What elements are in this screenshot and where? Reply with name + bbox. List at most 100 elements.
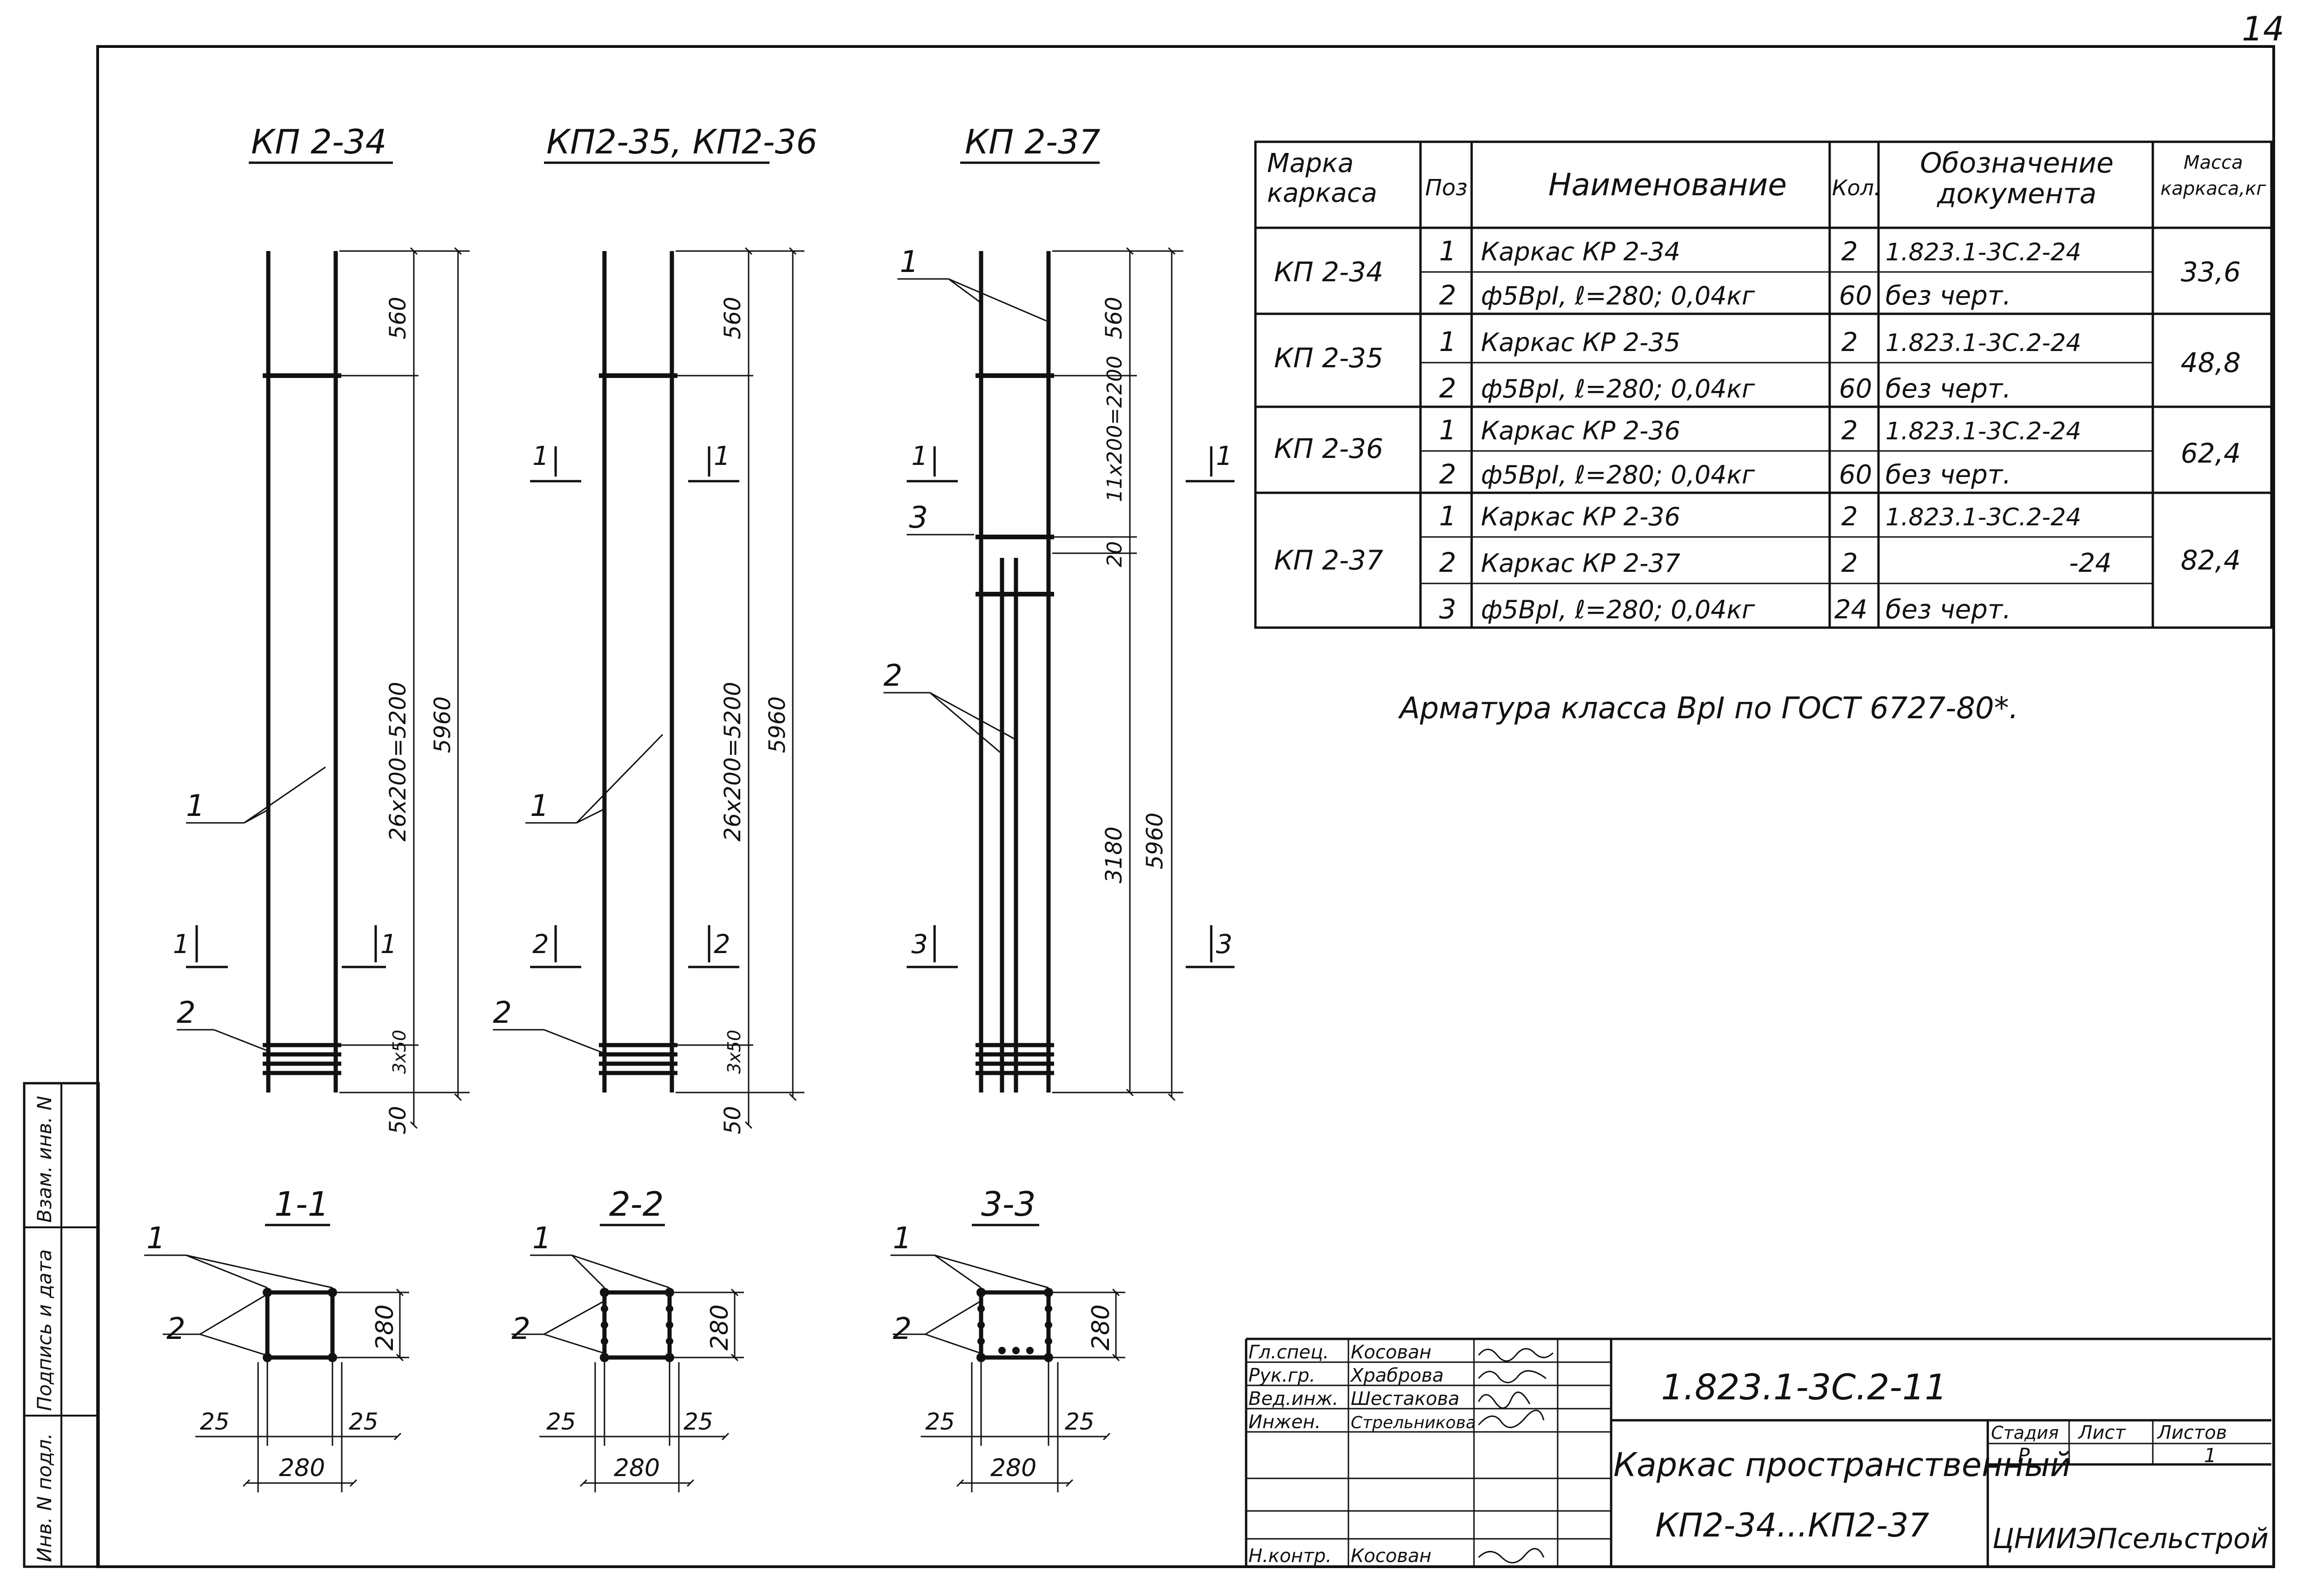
row-pos: 1 — [1439, 500, 1456, 532]
dim-50: 50 — [720, 1106, 746, 1134]
view-title-kp2-37: КП 2-37 — [965, 122, 1101, 161]
callout-2: 2 — [493, 996, 512, 1030]
drawing-title-line2: КП2-34...КП2-37 — [1655, 1506, 1929, 1544]
dim-end-spacing: 3х50 — [724, 1030, 744, 1074]
dim-spacing-11: 11х200=2200 — [1103, 356, 1127, 502]
page-number: 14 — [2242, 9, 2284, 48]
document-code: 1.823.1-3С.2-11 — [1661, 1366, 1947, 1408]
row-doc: -24 — [2069, 548, 2111, 578]
section-mark-1-left: 1 — [532, 441, 549, 471]
sign-role: Н.контр. — [1248, 1545, 1332, 1567]
row-mass: 62,4 — [2181, 437, 2241, 469]
header-mark: Марка каркаса — [1267, 148, 1377, 208]
dim-width: 280 — [990, 1454, 1036, 1482]
sheets-value: 1 — [2204, 1444, 2217, 1467]
sign-name: Косован — [1351, 1342, 1432, 1363]
row-doc: без черт. — [1885, 281, 2011, 311]
dim-offset-right: 25 — [684, 1408, 713, 1435]
dim-560: 560 — [385, 297, 411, 339]
stamp-inv-label: Инв. N подл. — [33, 1433, 56, 1563]
dim-width: 280 — [279, 1454, 325, 1482]
callout-2: 2 — [511, 1312, 531, 1346]
row-mass: 33,6 — [2181, 256, 2241, 288]
row-pos: 2 — [1439, 547, 1456, 578]
dim-total: 5960 — [764, 696, 790, 753]
row-qty: 60 — [1839, 281, 1872, 311]
dim-offset-left: 25 — [925, 1408, 955, 1435]
row-pos: 2 — [1439, 458, 1456, 490]
dim-560: 560 — [720, 297, 746, 339]
dim-50: 50 — [385, 1106, 411, 1134]
section-title: 2-2 — [609, 1185, 664, 1224]
row-name: Каркас КР 2-35 — [1481, 328, 1680, 357]
row-doc: без черт. — [1885, 374, 2011, 404]
dim-offset-left: 25 — [200, 1408, 230, 1435]
dim-end-spacing: 3х50 — [389, 1030, 410, 1074]
section-mark-1-right: 1 — [380, 929, 397, 960]
row-qty: 2 — [1841, 327, 1858, 358]
view-kp2-35-36: КП2-35, КП2-36 560 26х200=5200 5960 3х50… — [493, 122, 817, 1134]
view-kp2-34: КП 2-34 560 26х200=5200 5960 3х50 50 1 2 — [173, 122, 470, 1134]
header-qty: Кол. — [1832, 175, 1881, 200]
row-qty: 2 — [1841, 416, 1858, 446]
dim-spacing: 26х200=5200 — [385, 682, 411, 841]
title-block: Гл.спец. Косован Рук.гр. Храброва Вед.ин… — [1245, 1338, 2271, 1567]
sign-role: Гл.спец. — [1248, 1342, 1329, 1363]
header-doc: Обозначение документа — [1920, 147, 2114, 210]
row-name: Каркас КР 2-36 — [1481, 416, 1680, 445]
section-mark-1-left: 1 — [173, 929, 190, 960]
callout-1: 1 — [146, 1221, 166, 1256]
drawing-frame — [96, 45, 2275, 1568]
row-name: ф5ВрI, ℓ=280; 0,04кг — [1481, 281, 1755, 311]
row-mass: 48,8 — [2181, 347, 2241, 378]
row-name: Каркас КР 2-34 — [1481, 237, 1680, 266]
dim-height: 280 — [371, 1305, 399, 1351]
row-pos: 1 — [1439, 414, 1456, 446]
callout-1: 1 — [186, 789, 205, 823]
sign-name: Косован — [1351, 1545, 1432, 1567]
row-name: Каркас КР 2-37 — [1481, 549, 1680, 578]
stamp-sign-label: Подпись и дата — [33, 1249, 56, 1411]
dim-offset-left: 25 — [546, 1408, 576, 1435]
dim-gap: 20 — [1103, 541, 1127, 567]
row-doc: 1.823.1-3С.2-24 — [1885, 417, 2081, 445]
view-kp2-37: КП 2-37 560 11х200=2200 20 3180 5960 — [883, 122, 1234, 1101]
dim-total: 5960 — [430, 696, 456, 753]
dim-offset-right: 25 — [1065, 1408, 1095, 1435]
row-qty: 60 — [1839, 374, 1872, 404]
section-1-1: 1-1 1 2 280 25 25 280 — [144, 1185, 409, 1492]
row-mark: КП 2-35 — [1274, 342, 1383, 374]
row-qty: 2 — [1841, 502, 1858, 532]
sign-name: Шестакова — [1351, 1388, 1460, 1410]
row-doc: 1.823.1-3С.2-24 — [1885, 329, 2081, 357]
row-pos: 1 — [1439, 326, 1456, 358]
dim-spacing: 26х200=5200 — [720, 682, 746, 841]
steel-class-note: Арматура класса ВрI по ГОСТ 6727-80*. — [1398, 691, 2018, 726]
spec-table: Марка каркаса Поз Наименование Кол. Обоз… — [1254, 140, 2273, 629]
row-doc: без черт. — [1885, 595, 2011, 625]
row-mark: КП 2-36 — [1274, 433, 1383, 464]
section-mark-1-right: 1 — [1216, 441, 1233, 471]
stage-value: Р — [2018, 1444, 2030, 1467]
row-pos: 2 — [1439, 279, 1456, 311]
row-doc: 1.823.1-3С.2-24 — [1885, 238, 2081, 266]
row-pos: 2 — [1439, 372, 1456, 404]
callout-3: 3 — [909, 501, 928, 535]
callout-1: 1 — [530, 789, 549, 823]
row-doc: без черт. — [1885, 460, 2011, 490]
view-title-kp2-34: КП 2-34 — [251, 122, 387, 161]
callout-2: 2 — [166, 1312, 186, 1346]
row-qty: 60 — [1839, 460, 1872, 490]
callout-1: 1 — [900, 245, 919, 279]
dim-height: 280 — [706, 1305, 734, 1351]
stamp-replace-label: Взам. инв. N — [33, 1096, 56, 1223]
section-2-2: 2-2 1 2 280 25 25 280 — [511, 1185, 744, 1492]
sheet-label: Лист — [2077, 1422, 2126, 1444]
section-title: 1-1 — [274, 1185, 329, 1224]
callout-1: 1 — [532, 1221, 551, 1256]
stage-label: Стадия — [1991, 1423, 2059, 1443]
view-title-kp2-35-36: КП2-35, КП2-36 — [546, 122, 817, 161]
drawing-title-line1: Каркас пространственный — [1613, 1446, 2071, 1484]
row-pos: 3 — [1439, 593, 1456, 625]
